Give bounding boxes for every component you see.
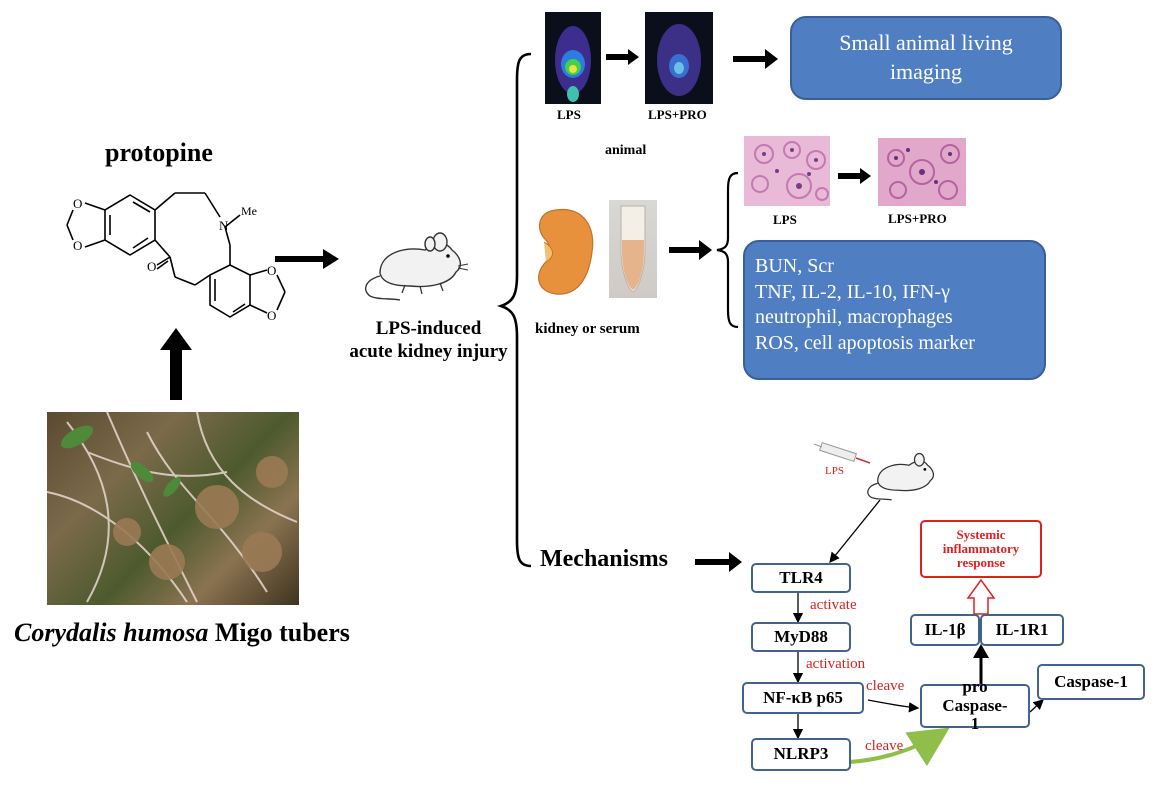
il1b-node: IL-1β xyxy=(910,614,980,646)
imaging-lps-label: LPS xyxy=(557,107,581,122)
model-label: LPS-induced acute kidney injury xyxy=(336,318,521,364)
small-animal-imaging-box: Small animal living imaging xyxy=(790,16,1062,100)
pro-caspase1-node: pro Caspase-1 xyxy=(920,677,1030,733)
oxygen-atom: O xyxy=(73,196,82,211)
protopine-structure: O O O O O N Me xyxy=(66,192,286,323)
nlrp3-node: NLRP3 xyxy=(751,738,851,771)
main-curly-brace xyxy=(496,52,532,568)
plant-caption: Corydalis humosa Migo tubers xyxy=(14,618,350,648)
model-label-line2: acute kidney injury xyxy=(349,340,508,362)
systemic-inflammatory-node: Systemic inflammatory response xyxy=(920,520,1042,578)
activation-label: activation xyxy=(806,656,866,672)
right-arrow-icon xyxy=(838,168,871,184)
methyl-label: Me xyxy=(241,204,257,218)
kidney-serum-label: kidney or serum xyxy=(535,321,640,337)
plant-species-name: Corydalis humosa xyxy=(14,618,209,647)
oxygen-atom: O xyxy=(267,308,276,323)
cleave-label: cleave xyxy=(865,738,904,754)
plant-photo xyxy=(47,412,299,605)
right-arrow-icon xyxy=(669,240,712,260)
kidney-icon xyxy=(538,208,594,295)
nfkb-node: NF-κB p65 xyxy=(742,682,864,714)
nitrogen-atom: N xyxy=(219,218,229,233)
syringe-icon xyxy=(813,442,871,464)
histology-lps-pro-photo xyxy=(878,138,966,206)
histology-lps-label: LPS xyxy=(773,212,797,227)
right-arrow-icon xyxy=(606,49,639,65)
plant-part-name: Migo tubers xyxy=(208,618,350,647)
model-label-line1: LPS-induced xyxy=(375,318,482,339)
il1r1-node: IL-1R1 xyxy=(980,614,1064,646)
mechanisms-label: Mechanisms xyxy=(540,546,668,572)
imaging-lps-photo xyxy=(545,12,601,104)
right-arrow-icon xyxy=(733,49,778,69)
carbonyl-oxygen: O xyxy=(147,259,156,274)
kidney-curly-brace xyxy=(716,171,739,329)
up-arrow-icon xyxy=(160,328,192,400)
activate-label: activate xyxy=(810,597,857,613)
mouse-icon xyxy=(867,452,935,501)
animal-label: animal xyxy=(605,143,647,158)
markers-box: BUN, Scr TNF, IL-2, IL-10, IFN-γ neutrop… xyxy=(743,240,1046,380)
protopine-title: protopine xyxy=(105,138,213,167)
right-arrow-icon xyxy=(695,552,742,572)
histology-lps-photo xyxy=(744,136,830,206)
mouse-icon xyxy=(364,232,469,301)
syringe-lps-label: LPS xyxy=(825,465,844,477)
myd88-node: MyD88 xyxy=(751,622,851,652)
caspase1-node: Caspase-1 xyxy=(1037,664,1145,700)
marker-line: neutrophil, macrophages xyxy=(755,306,953,329)
imaging-lps-pro-photo xyxy=(645,12,713,104)
cleave-label: cleave xyxy=(866,678,905,694)
marker-line: TNF, IL-2, IL-10, IFN-γ xyxy=(755,280,950,303)
serum-tube-photo xyxy=(609,200,657,298)
histology-lps-pro-label: LPS+PRO xyxy=(888,211,947,226)
oxygen-atom: O xyxy=(73,238,82,253)
imaging-lps-pro-label: LPS+PRO xyxy=(648,107,707,122)
marker-line: BUN, Scr xyxy=(755,255,834,277)
oxygen-atom: O xyxy=(267,263,276,278)
tlr4-node: TLR4 xyxy=(751,563,851,593)
right-arrow-icon xyxy=(275,249,339,269)
small-animal-imaging-text: Small animal living imaging xyxy=(839,30,1013,84)
marker-line: ROS, cell apoptosis marker xyxy=(755,331,975,354)
